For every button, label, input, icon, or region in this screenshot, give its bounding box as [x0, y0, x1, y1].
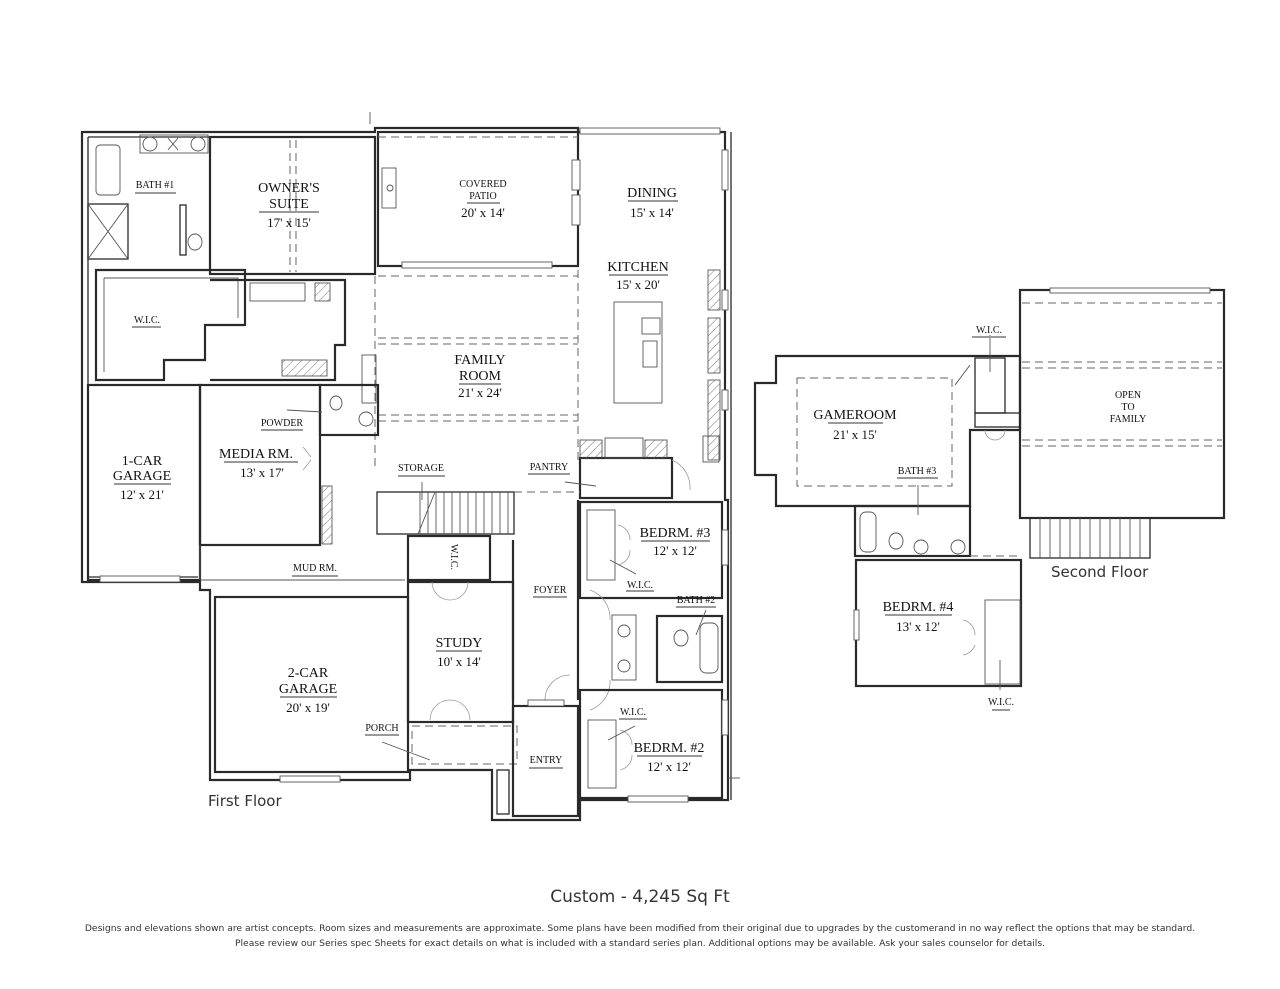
size-dining: 15' x 14' — [630, 205, 674, 220]
powder-walls — [318, 383, 380, 437]
label-family-room-2: ROOM — [459, 369, 502, 384]
size-garage-1: 12' x 21' — [120, 487, 164, 502]
bath-2-walls — [655, 614, 724, 684]
stairs-second-floor — [1029, 517, 1151, 559]
label-covered-patio-1: COVERED — [459, 179, 506, 190]
label-media-room: MEDIA RM. — [219, 447, 293, 462]
second-floor-labels: W.I.C. OPEN TO FAMILY GAMEROOM 21' x 15'… — [813, 325, 1147, 711]
first-floor-label: First Floor — [208, 792, 282, 810]
plan-title: Custom - 4,245 Sq Ft — [550, 887, 730, 907]
label-storage: STORAGE — [398, 463, 444, 474]
size-family-room: 21' x 24' — [458, 385, 502, 400]
label-garage-1-a: 1-CAR — [122, 454, 163, 469]
label-kitchen: KITCHEN — [607, 260, 668, 275]
size-covered-patio: 20' x 14' — [461, 205, 505, 220]
disclaimer-line-2: Please review our Series spec Sheets for… — [234, 938, 1046, 949]
size-media-room: 13' x 17' — [240, 465, 284, 480]
second-floor-label: Second Floor — [1051, 563, 1149, 581]
shower — [87, 203, 129, 260]
label-bedroom-3-wic: W.I.C. — [627, 580, 653, 591]
label-wic-top: W.I.C. — [976, 325, 1002, 336]
label-garage-2-b: GARAGE — [279, 682, 337, 697]
second-floor-plan — [753, 287, 1226, 690]
label-pantry: PANTRY — [530, 462, 569, 473]
size-garage-2: 20' x 19' — [286, 700, 330, 715]
label-family-room-1: FAMILY — [454, 353, 505, 368]
size-owners-suite: 17' x 15' — [267, 215, 311, 230]
label-powder: POWDER — [261, 418, 304, 429]
label-bath-1: BATH #1 — [136, 180, 175, 191]
label-owners-suite-1: OWNER'S — [258, 181, 320, 196]
size-gameroom: 21' x 15' — [833, 427, 877, 442]
label-mud-room: MUD RM. — [293, 563, 337, 574]
label-bath-2: BATH #2 — [677, 595, 716, 606]
label-bedroom-4-wic: W.I.C. — [988, 697, 1014, 708]
bath-3-walls — [853, 504, 972, 558]
stairs-first-floor — [376, 491, 580, 535]
first-floor-labels: BATH #1 OWNER'S SUITE 17' x 15' W.I.C. C… — [113, 179, 716, 774]
label-porch: PORCH — [365, 723, 398, 734]
label-open-to-family-3: FAMILY — [1110, 414, 1147, 425]
label-bath-3: BATH #3 — [898, 466, 937, 477]
pantry-walls — [578, 456, 674, 500]
kitchen-island — [613, 301, 663, 404]
label-gameroom: GAMEROOM — [813, 408, 897, 423]
first-floor-plan — [80, 112, 740, 822]
label-bedroom-4: BEDRM. #4 — [883, 600, 954, 615]
label-entry: ENTRY — [530, 755, 563, 766]
label-garage-1-b: GARAGE — [113, 469, 171, 484]
label-covered-patio-2: PATIO — [469, 191, 496, 202]
label-study-wic: W.I.C. — [448, 544, 459, 570]
size-kitchen: 15' x 20' — [616, 277, 660, 292]
label-open-to-family-2: TO — [1121, 402, 1134, 413]
disclaimer-line-1: Designs and elevations shown are artist … — [84, 923, 1196, 934]
size-bedroom-2: 12' x 12' — [647, 759, 691, 774]
label-study: STUDY — [436, 636, 483, 651]
label-owners-suite-2: SUITE — [269, 197, 309, 212]
bathtub — [95, 144, 121, 196]
two-car-garage-walls — [213, 595, 410, 774]
label-bedroom-2: BEDRM. #2 — [634, 741, 705, 756]
owners-suite-walls — [208, 135, 377, 276]
label-garage-2-a: 2-CAR — [288, 666, 329, 681]
label-open-to-family-1: OPEN — [1115, 390, 1141, 401]
label-dining: DINING — [627, 186, 677, 201]
label-foyer: FOYER — [534, 585, 567, 596]
gameroom-walls — [753, 354, 1022, 508]
size-bedroom-4: 13' x 12' — [896, 619, 940, 634]
label-bedroom-3: BEDRM. #3 — [640, 526, 711, 541]
label-bedroom-2-wic: W.I.C. — [620, 707, 646, 718]
porch-area — [411, 725, 518, 765]
label-owner-wic: W.I.C. — [134, 315, 160, 326]
size-bedroom-3: 12' x 12' — [653, 543, 697, 558]
study-wic-walls — [406, 534, 492, 582]
size-study: 10' x 14' — [437, 654, 481, 669]
